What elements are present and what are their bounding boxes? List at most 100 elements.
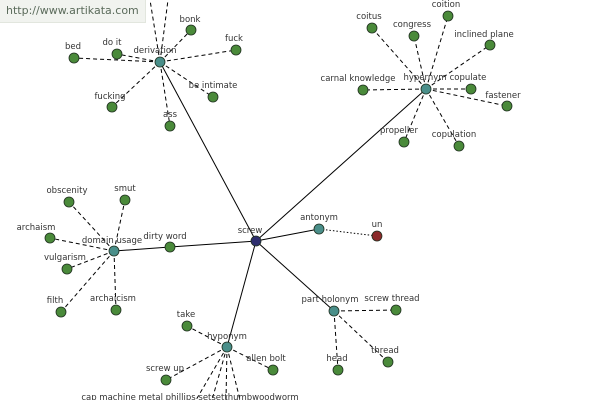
part-holonym-label: part holonym <box>302 295 359 305</box>
archaism-node[interactable] <box>44 232 56 244</box>
edge-derivation-bonk <box>159 29 192 63</box>
edge-antonym-un <box>318 228 378 237</box>
edge-hypernym-top-carnal-knowledge <box>362 88 427 91</box>
edge-hypernym-top-coition <box>425 15 449 90</box>
edge-derivation-offscreen-1 <box>159 0 169 63</box>
coition-node[interactable] <box>442 10 454 22</box>
edge-part-holonym-screw-thread <box>333 309 397 312</box>
take-label: take <box>177 310 195 320</box>
edge-hyponym-bottom-2 <box>225 346 228 400</box>
bonk-node[interactable] <box>185 24 197 36</box>
thread-node[interactable] <box>382 356 394 368</box>
fuck-label: fuck <box>225 34 243 44</box>
part-holonym-node[interactable] <box>328 305 340 317</box>
edge-domain-usage-smut <box>113 199 126 252</box>
inclined-plane-label: inclined plane <box>454 30 513 40</box>
graph-nodes <box>44 10 513 386</box>
dirty-word-node[interactable] <box>164 241 176 253</box>
domain-usage-node[interactable] <box>108 245 120 257</box>
filth-label: filth <box>47 296 63 306</box>
edge-dirty-word-domain-usage <box>113 246 171 252</box>
edge-screw-dirty-word <box>169 240 257 248</box>
screw-label: screw <box>238 226 263 236</box>
carnal-knowledge-node[interactable] <box>357 84 369 96</box>
be-intimate-node[interactable] <box>207 91 219 103</box>
screw-thread-label: screw thread <box>364 294 419 304</box>
fucking-label: fucking <box>94 92 125 102</box>
congress-node[interactable] <box>408 30 420 42</box>
edge-derivation-fuck <box>159 49 237 63</box>
screw-thread-node[interactable] <box>390 304 402 316</box>
edge-derivation-ass <box>159 61 171 127</box>
smut-node[interactable] <box>119 194 131 206</box>
derivation-node[interactable] <box>154 56 166 68</box>
antonym-label: antonym <box>300 213 338 223</box>
edge-screw-hypernym-top <box>255 88 427 242</box>
edge-part-holonym-thread <box>333 310 389 363</box>
thread-label: thread <box>371 346 399 356</box>
ass-label: ass <box>163 110 178 120</box>
copulate-label: copulate <box>450 73 487 83</box>
head-node[interactable] <box>332 364 344 376</box>
hyponym-label: hyponym <box>207 332 247 342</box>
edge-derivation-offscreen-0 <box>149 0 161 63</box>
archaicism-label: archaicism <box>90 294 136 304</box>
coition-label: coition <box>432 0 461 10</box>
screw-up-node[interactable] <box>160 374 172 386</box>
hyponym-bottom-labels: cap machine metal phillips setsetthumbwo… <box>81 393 298 400</box>
graph-edges <box>49 0 508 400</box>
edge-domain-usage-archaism <box>49 237 115 252</box>
screw-node[interactable] <box>250 235 262 247</box>
filth-node[interactable] <box>55 306 67 318</box>
copulation-node[interactable] <box>453 140 465 152</box>
propeller-node[interactable] <box>398 136 410 148</box>
edge-hyponym-bottom-0 <box>195 346 228 400</box>
copulate-node[interactable] <box>465 83 477 95</box>
edge-hypernym-top-copulation <box>425 88 460 147</box>
edge-hyponym-take <box>186 325 228 348</box>
propeller-label: propeller <box>380 126 418 136</box>
hypernym-top-node[interactable] <box>420 83 432 95</box>
congress-label: congress <box>393 20 432 30</box>
ass-node[interactable] <box>164 120 176 132</box>
bed-node[interactable] <box>68 52 80 64</box>
edge-hypernym-top-congress <box>413 35 427 90</box>
do-it-node[interactable] <box>111 48 123 60</box>
coitus-node[interactable] <box>366 22 378 34</box>
hyponym-node[interactable] <box>221 341 233 353</box>
allen-bolt-node[interactable] <box>267 364 279 376</box>
un-node[interactable] <box>371 230 383 242</box>
fucking-node[interactable] <box>106 101 118 113</box>
antonym-node[interactable] <box>313 223 325 235</box>
inclined-plane-node[interactable] <box>484 39 496 51</box>
fuck-node[interactable] <box>230 44 242 56</box>
do-it-label: do it <box>103 38 123 48</box>
site-url[interactable]: http://www.artikata.com <box>0 0 146 23</box>
head-label: head <box>326 354 347 364</box>
archaicism-node[interactable] <box>110 304 122 316</box>
edge-hypernym-top-propeller <box>403 88 427 143</box>
edge-domain-usage-vulgarism <box>66 250 115 270</box>
edge-derivation-be-intimate <box>159 61 214 98</box>
edge-hypernym-top-inclined-plane <box>425 44 491 90</box>
domain-usage-label: domain usage <box>82 236 142 246</box>
screw-up-label: screw up <box>146 364 184 374</box>
hypernym-top-label: hypernym <box>403 73 446 83</box>
obscenity-node[interactable] <box>63 196 75 208</box>
edge-screw-antonym <box>255 228 320 242</box>
edge-derivation-fucking <box>111 61 161 108</box>
fastener-node[interactable] <box>501 100 513 112</box>
vulgarism-node[interactable] <box>61 263 73 275</box>
archaism-label: archaism <box>17 223 56 233</box>
carnal-knowledge-label: carnal knowledge <box>321 74 396 84</box>
edge-part-holonym-head <box>333 310 339 371</box>
obscenity-label: obscenity <box>46 186 87 196</box>
edge-domain-usage-archaicism <box>113 250 117 311</box>
bonk-label: bonk <box>180 15 201 25</box>
derivation-label: derivation <box>133 46 176 56</box>
take-node[interactable] <box>181 320 193 332</box>
fastener-label: fastener <box>485 91 521 101</box>
copulation-label: copulation <box>432 130 477 140</box>
